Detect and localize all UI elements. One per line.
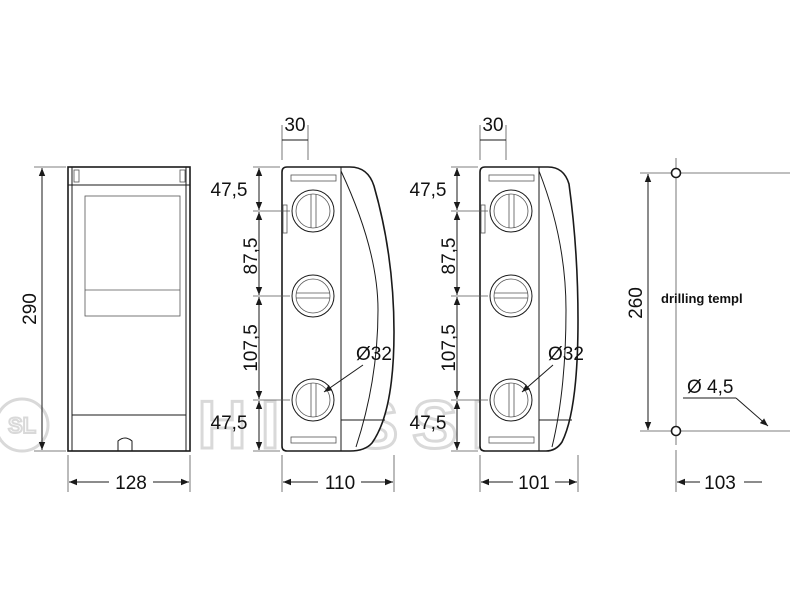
side2-knockout-label: Ø32 <box>548 344 584 365</box>
width-dimension-128: 128 <box>67 455 191 494</box>
side1-depth-label: 30 <box>284 115 305 136</box>
drill-hole-label: Ø 4,5 <box>687 377 733 398</box>
side-view-2: 30 47,5 87,5 107,5 47,5 Ø32 101 <box>410 115 584 494</box>
width-dimension-101: 101 <box>479 455 579 494</box>
knockout-bottom <box>291 378 335 422</box>
front-view: 290 128 <box>20 166 191 494</box>
knockout-bottom-2 <box>489 378 533 422</box>
front-height-label: 290 <box>20 293 41 325</box>
width-dimension-110: 110 <box>281 455 395 494</box>
side1-spacing-4: 47,5 <box>211 413 248 434</box>
depth-dimension-30-b: 30 <box>479 115 507 160</box>
side2-depth-label: 30 <box>482 115 503 136</box>
side1-width-label: 110 <box>325 473 355 494</box>
drill-hole-top <box>670 167 682 179</box>
side1-spacing-1: 47,5 <box>211 180 248 201</box>
side2-spacing-3: 107,5 <box>439 324 460 372</box>
drill-width-label: 103 <box>704 473 736 494</box>
watermark-logo-icon <box>0 397 50 453</box>
front-width-label: 128 <box>115 473 147 494</box>
side2-width-label: 101 <box>518 473 550 494</box>
drilling-template: drilling templ 260 Ø 4,5 103 <box>626 158 790 494</box>
drill-height-label: 260 <box>626 287 647 319</box>
side2-spacing-1: 47,5 <box>410 180 447 201</box>
knockout-diameter-a: Ø32 <box>323 344 392 393</box>
side2-spacing-2: 87,5 <box>439 238 460 275</box>
side-view-1-body <box>281 166 395 452</box>
knockout-diameter-b: Ø32 <box>521 344 584 393</box>
side1-knockout-label: Ø32 <box>356 344 392 365</box>
width-dimension-103: 103 <box>675 450 762 494</box>
height-dimension-260: 260 <box>626 174 652 430</box>
knockout-top-2 <box>489 189 533 233</box>
knockout-top <box>291 189 335 233</box>
side-view-1: 30 47,5 87,5 107,5 47,5 Ø32 110 <box>211 115 395 494</box>
depth-dimension-30-a: 30 <box>281 115 309 160</box>
side2-spacing-4: 47,5 <box>410 413 447 434</box>
watermark-logo-letters: SL <box>8 413 36 438</box>
front-view-window <box>84 195 181 317</box>
spacing-dimensions-b: 47,5 87,5 107,5 47,5 <box>410 166 488 452</box>
side1-spacing-3: 107,5 <box>241 324 262 372</box>
hole-diameter-dimension: Ø 4,5 <box>683 377 769 427</box>
drilling-template-title: drilling templ <box>661 291 743 306</box>
drill-hole-bottom <box>670 425 682 437</box>
front-view-body <box>67 166 191 452</box>
height-dimension-290: 290 <box>20 166 66 452</box>
knockout-middle <box>291 274 335 318</box>
knockout-middle-2 <box>489 274 533 318</box>
side1-spacing-2: 87,5 <box>241 238 262 275</box>
spacing-dimensions-a: 47,5 87,5 107,5 47,5 <box>211 166 290 452</box>
